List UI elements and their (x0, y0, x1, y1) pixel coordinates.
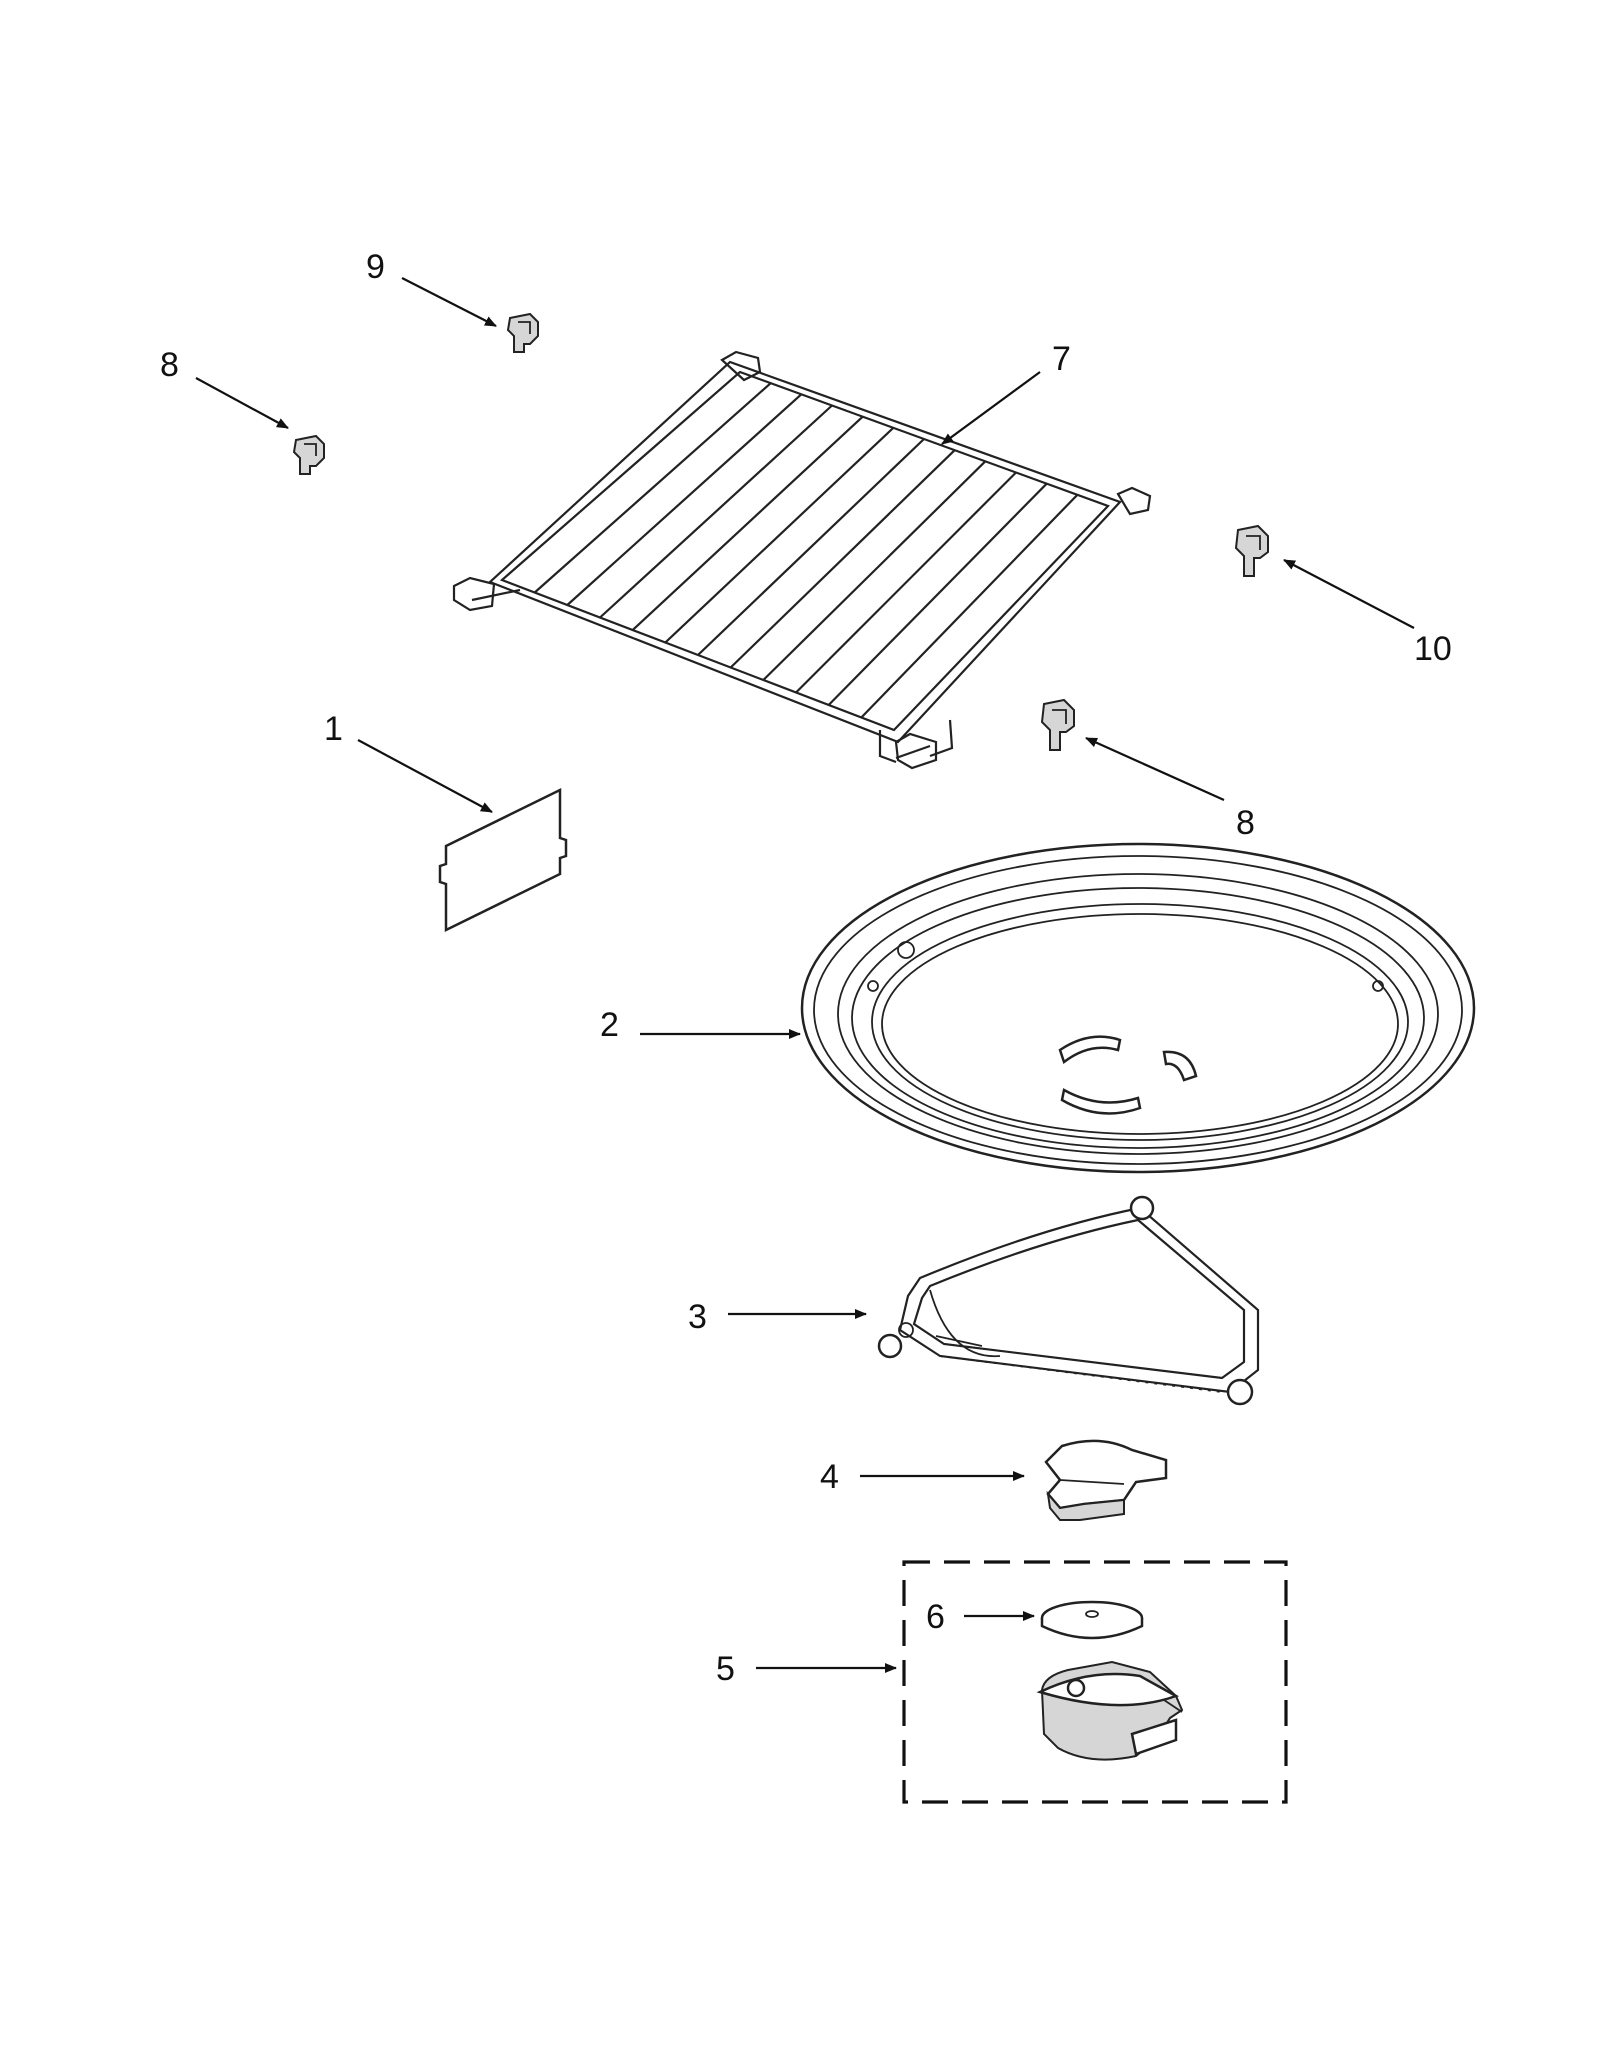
callout-8-left: 8 (160, 346, 179, 384)
part-8-clip-right (1040, 698, 1075, 751)
rack-wire (599, 404, 833, 619)
motor (1036, 1660, 1184, 1761)
leader-9 (401, 277, 497, 327)
part-2-glass-tray (800, 842, 1476, 1174)
part-9-clip (506, 312, 539, 353)
part-8-clip-left (292, 434, 325, 475)
callout-9: 9 (366, 248, 385, 286)
leader-8-right (1085, 736, 1225, 802)
rack-wire (860, 494, 1079, 719)
leader-1 (357, 739, 493, 813)
callout-4: 4 (820, 1458, 839, 1496)
callout-2: 2 (600, 1006, 619, 1044)
part-5-motor-assembly-box (902, 1560, 1288, 1804)
part-7-wire-rack (452, 350, 1152, 770)
part-3-roller-ring (877, 1195, 1260, 1406)
callout-10: 10 (1414, 630, 1452, 668)
rack-wire (566, 393, 803, 606)
part-4-coupler (1044, 1439, 1168, 1521)
rack-wire (664, 427, 895, 644)
part-6-disc (1040, 1600, 1144, 1640)
callout-7: 7 (1052, 340, 1071, 378)
callout-1: 1 (324, 710, 343, 748)
rack-wire (631, 415, 864, 631)
leader-8-left (195, 377, 289, 429)
callout-3: 3 (688, 1298, 707, 1336)
rack-wire (762, 460, 987, 681)
rack-wire (827, 482, 1048, 706)
rack-wire (697, 438, 925, 656)
callout-6: 6 (926, 1598, 945, 1636)
part-1-cover (438, 787, 568, 933)
leader-10 (1283, 559, 1415, 629)
rack-wire (729, 449, 956, 669)
part-10-clip (1234, 524, 1269, 577)
rack-wire (533, 382, 772, 594)
callout-8-right: 8 (1236, 804, 1255, 842)
callout-5: 5 (716, 1650, 735, 1688)
rack-wire (795, 471, 1017, 694)
leader-7 (941, 371, 1041, 445)
